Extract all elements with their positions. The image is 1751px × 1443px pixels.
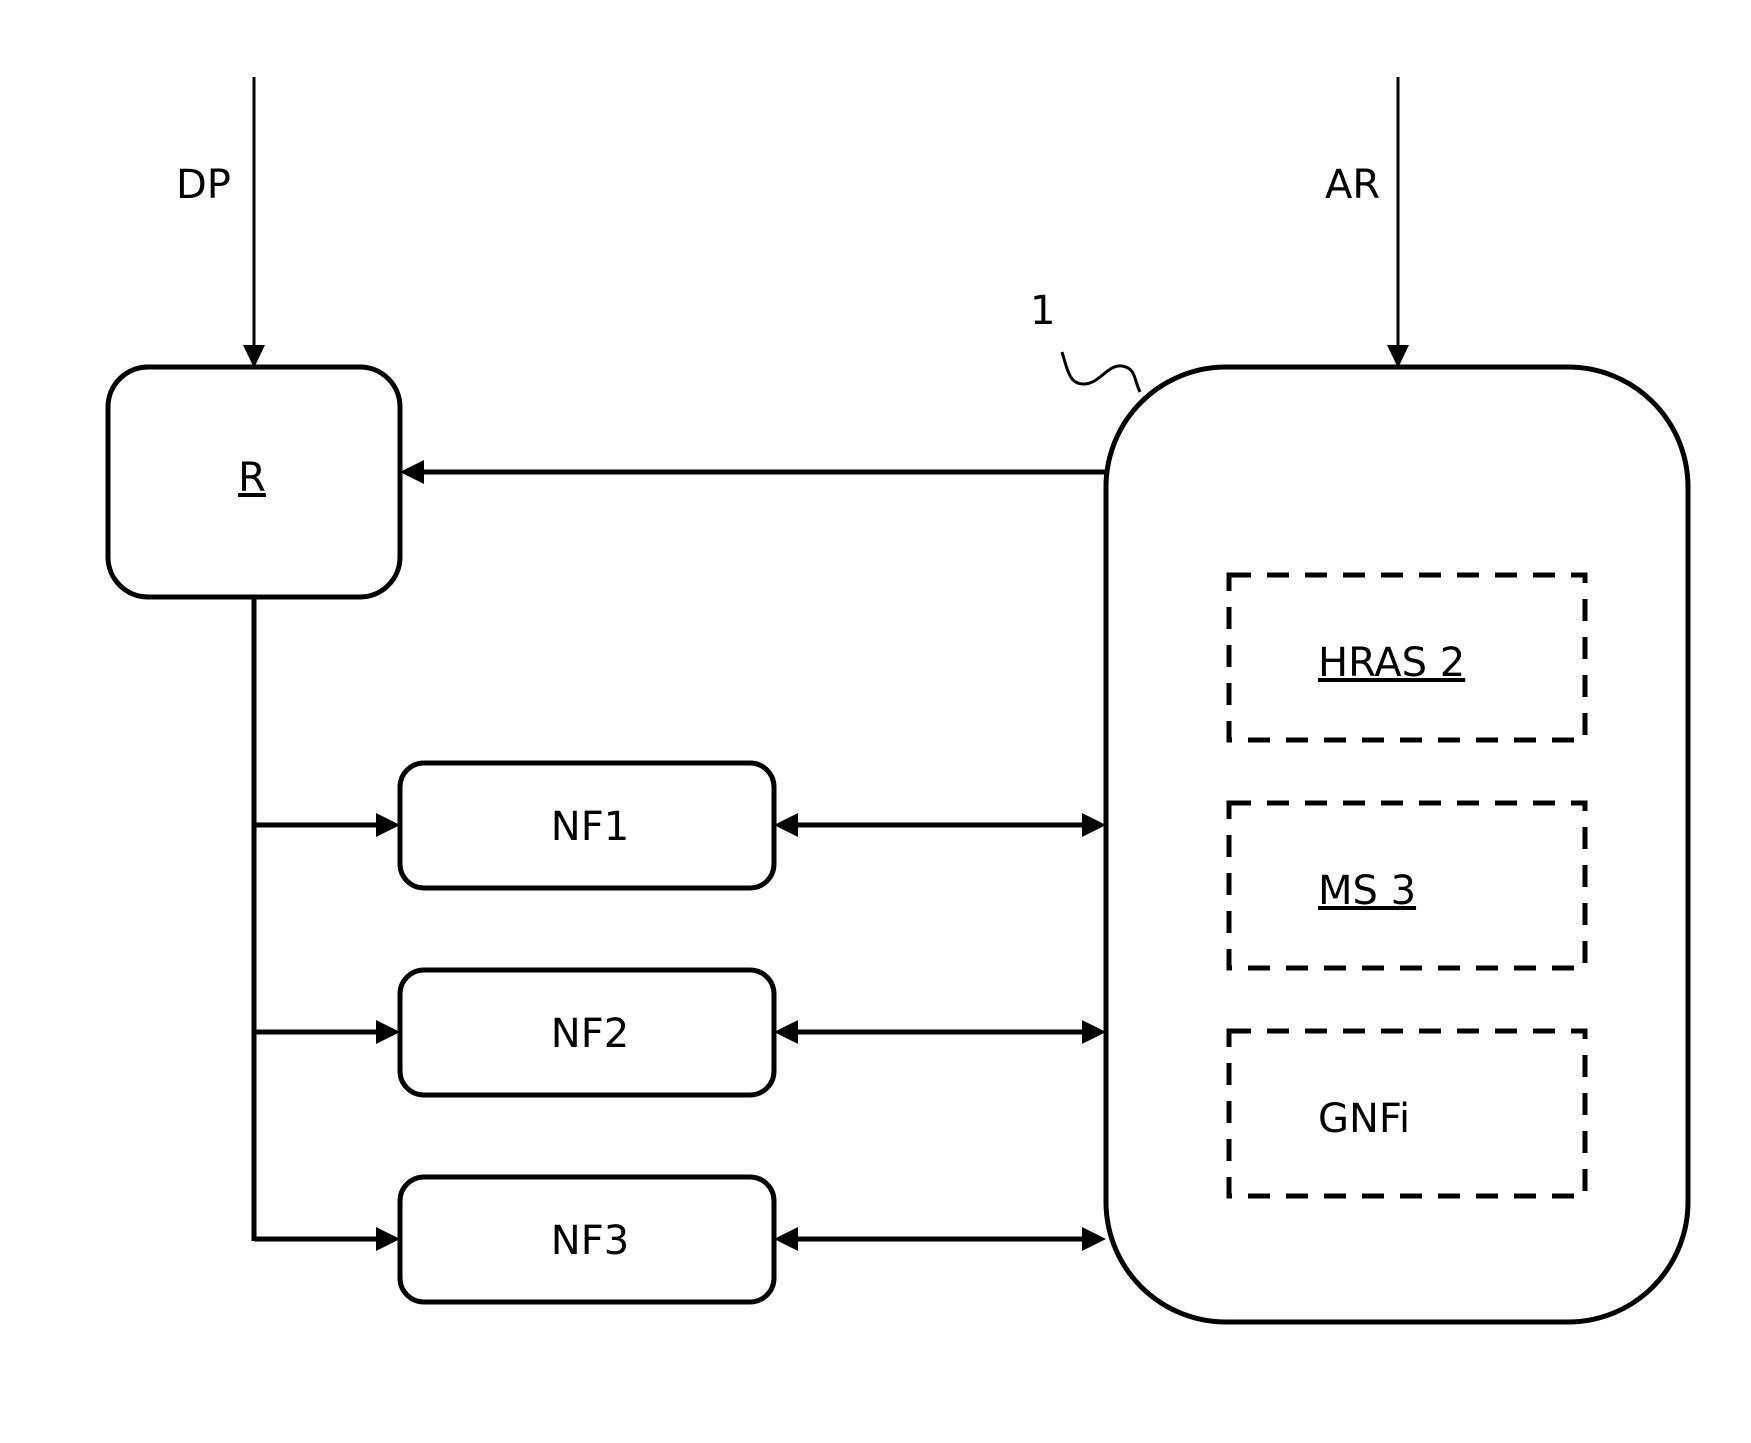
r-block-label: R <box>238 455 266 501</box>
reference-numeral-1: 1 <box>1030 288 1055 334</box>
nf1-link-right-arrowhead <box>1082 813 1106 837</box>
nf2-label: NF2 <box>551 1011 629 1057</box>
nf3-link-left-arrowhead <box>774 1227 798 1251</box>
nf2-link-right-arrowhead <box>1082 1020 1106 1044</box>
nf2-link-left-arrowhead <box>774 1020 798 1044</box>
nf1-link-left-arrowhead <box>774 813 798 837</box>
system-1-block <box>1106 367 1688 1322</box>
nf3-label: NF3 <box>551 1218 629 1264</box>
system-to-r-arrowhead <box>400 460 424 484</box>
ms-label: MS 3 <box>1318 868 1416 914</box>
nf3-link-right-arrowhead <box>1082 1227 1106 1251</box>
branch-to-nf1-arrowhead <box>376 813 400 837</box>
hras-label: HRAS 2 <box>1318 640 1465 686</box>
branch-to-nf3-arrowhead <box>376 1227 400 1251</box>
nf1-label: NF1 <box>551 804 629 850</box>
branch-to-nf2-arrowhead <box>376 1020 400 1044</box>
ar-label: AR <box>1325 162 1380 208</box>
gnfi-label: GNFi <box>1318 1096 1410 1142</box>
reference-leader-line <box>1062 352 1140 392</box>
dp-label: DP <box>176 162 231 208</box>
